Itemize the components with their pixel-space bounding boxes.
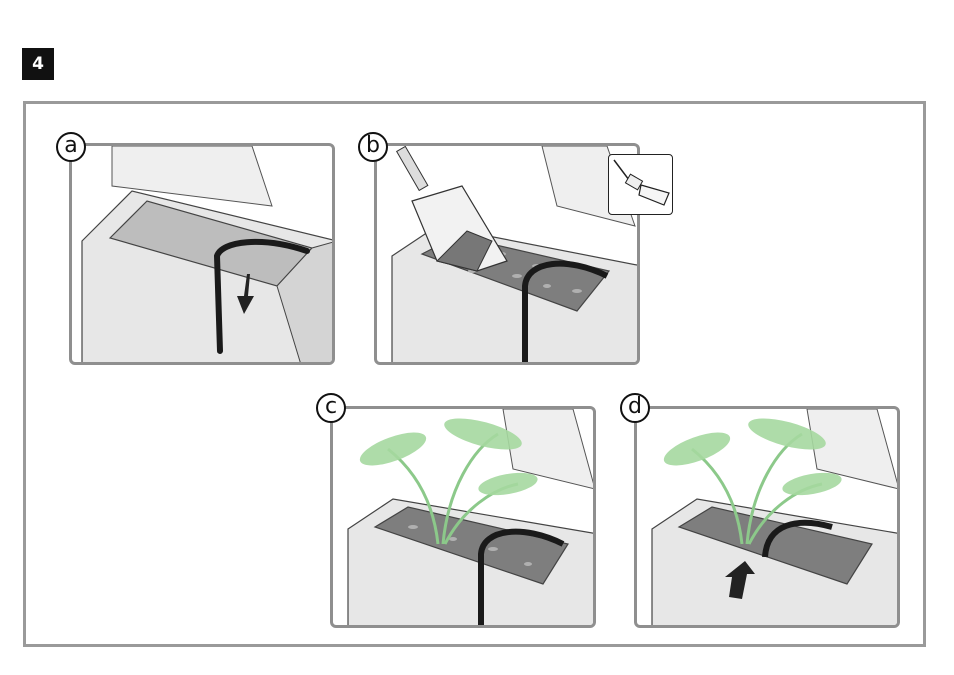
planter-illustration-b — [377, 146, 640, 365]
planter-illustration-a — [72, 146, 335, 365]
step-number-badge: 4 — [22, 48, 54, 80]
planter-illustration-c — [333, 409, 596, 628]
panel-b — [374, 143, 640, 365]
panel-label-d: d — [620, 393, 650, 423]
panel-label-c: c — [316, 393, 346, 423]
panel-c — [330, 406, 596, 628]
panel-a: a — [69, 143, 335, 365]
trowel-inset-image — [608, 154, 673, 215]
panel-label-a: a — [56, 132, 86, 162]
panel-label-b: b — [358, 132, 388, 162]
panel-d — [634, 406, 900, 628]
planter-illustration-d — [637, 409, 900, 628]
hand-trowel-icon — [609, 155, 673, 215]
